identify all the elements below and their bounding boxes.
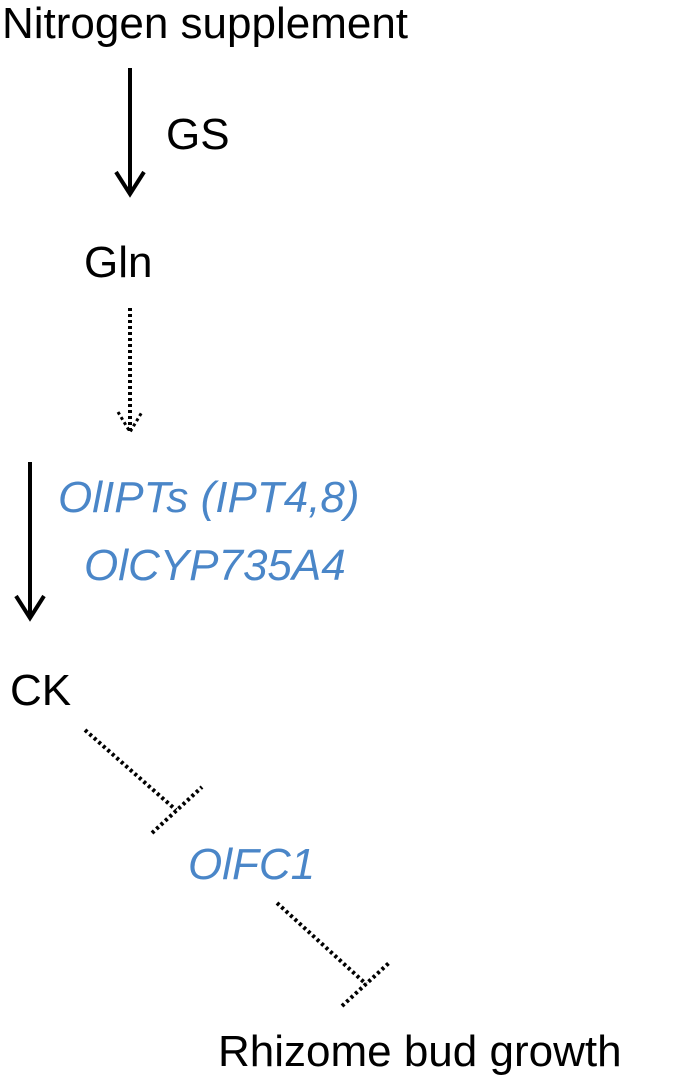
gene-olipts-label: OlIPTs (IPT4,8) bbox=[58, 473, 360, 522]
enzyme-gs-label: GS bbox=[166, 110, 230, 159]
solid-arrow-ck bbox=[14, 462, 46, 622]
dotted-inhibition-olfc1-rhizome bbox=[275, 901, 392, 1008]
node-rhizome-bud-growth: Rhizome bud growth bbox=[218, 1027, 622, 1076]
gene-olfc1-label: OlFC1 bbox=[188, 840, 316, 889]
gene-olcyp735a4-label: OlCYP735A4 bbox=[84, 541, 346, 590]
node-nitrogen-supplement: Nitrogen supplement bbox=[2, 0, 409, 48]
solid-arrow-gs bbox=[114, 68, 146, 198]
dotted-arrow-gln bbox=[116, 308, 144, 435]
node-gln: Gln bbox=[84, 238, 153, 287]
dotted-inhibition-ck-olfc1 bbox=[83, 728, 204, 835]
node-ck: CK bbox=[10, 666, 72, 715]
